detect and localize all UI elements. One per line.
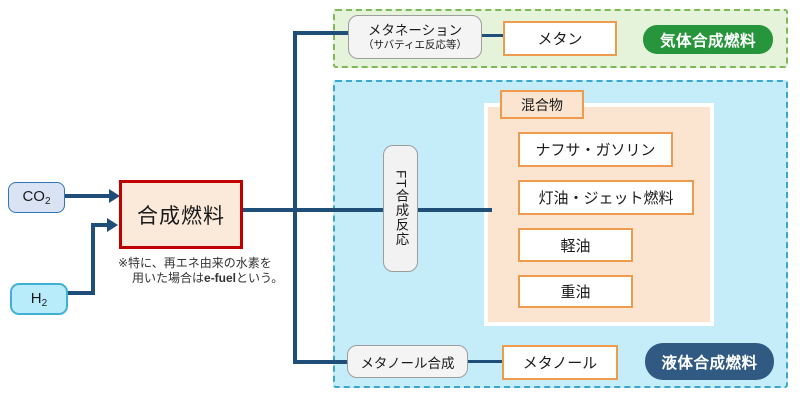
product-label: ナフサ・ガソリン: [535, 142, 656, 159]
sabatier-sublabel: （サバティエ反応等）: [363, 38, 467, 51]
h2-elbow-segment-1: [67, 291, 95, 295]
synthetic-fuel-box: 合成燃料: [119, 180, 243, 249]
methanol-synthesis-label: メタノール合成: [360, 355, 455, 371]
efuel-footnote: ※特に、再エネ由来の水素を 用いた場合はe-fuelという。: [118, 256, 328, 286]
branch-trunk-line: [293, 31, 297, 364]
efuel-footnote-line1: ※特に、再エネ由来の水素を: [118, 256, 272, 270]
branch-top-line: [293, 31, 348, 35]
methanation-label: メタネーション: [367, 22, 463, 38]
methanol-label: メタノール: [522, 355, 598, 372]
gas-fuel-badge: 気体合成燃料: [643, 25, 773, 54]
methanol-product-box: メタノール: [502, 345, 618, 380]
h2-elbow-segment-3: [91, 223, 109, 227]
product-box-heavy-oil: 重油: [518, 275, 633, 308]
liquid-fuel-badge-label: 液体合成燃料: [661, 354, 758, 372]
mixture-label-box: 混合物: [500, 90, 584, 119]
methanol-synthesis-process-box: メタノール合成: [347, 345, 468, 378]
co2-label: CO2: [22, 188, 51, 207]
h2-input-box: H2: [10, 283, 68, 315]
synthetic-fuel-label: 合成燃料: [137, 204, 225, 228]
product-label: 軽油: [560, 237, 591, 255]
product-box-naphtha-gasoline: ナフサ・ガソリン: [518, 132, 673, 167]
product-box-kerosene-jetfuel: 灯油・ジェット燃料: [518, 180, 694, 215]
co2-arrow-shaft: [65, 194, 111, 198]
methanolsyn-to-methanol-line: [468, 360, 502, 363]
co2-input-box: CO2: [8, 182, 65, 213]
h2-label: H2: [30, 289, 48, 309]
methane-label: メタン: [537, 31, 583, 48]
product-label: 重油: [560, 284, 591, 301]
gas-fuel-badge-label: 気体合成燃料: [659, 32, 756, 50]
methanation-process-box: メタネーション （サバティエ反応等）: [348, 15, 482, 59]
product-label: 灯油・ジェット燃料: [538, 190, 674, 207]
ft-synthesis-label: FT合成反応: [393, 170, 409, 247]
branch-bottom-line: [293, 360, 347, 364]
methanation-to-methane-line: [482, 34, 503, 37]
mixture-label: 混合物: [521, 96, 563, 113]
product-box-diesel: 軽油: [518, 228, 633, 262]
co2-arrowhead-icon: [109, 189, 120, 203]
h2-arrowhead-icon: [107, 218, 118, 232]
core-output-line-right: [418, 208, 492, 212]
core-output-line-left: [243, 208, 383, 212]
liquid-fuel-badge: 液体合成燃料: [645, 343, 774, 380]
h2-elbow-segment-2: [91, 223, 95, 295]
ft-synthesis-process-box: FT合成反応: [383, 145, 418, 272]
methane-product-box: メタン: [503, 21, 617, 56]
efuel-footnote-line2: 用いた場合はe-fuelという。: [132, 271, 284, 285]
